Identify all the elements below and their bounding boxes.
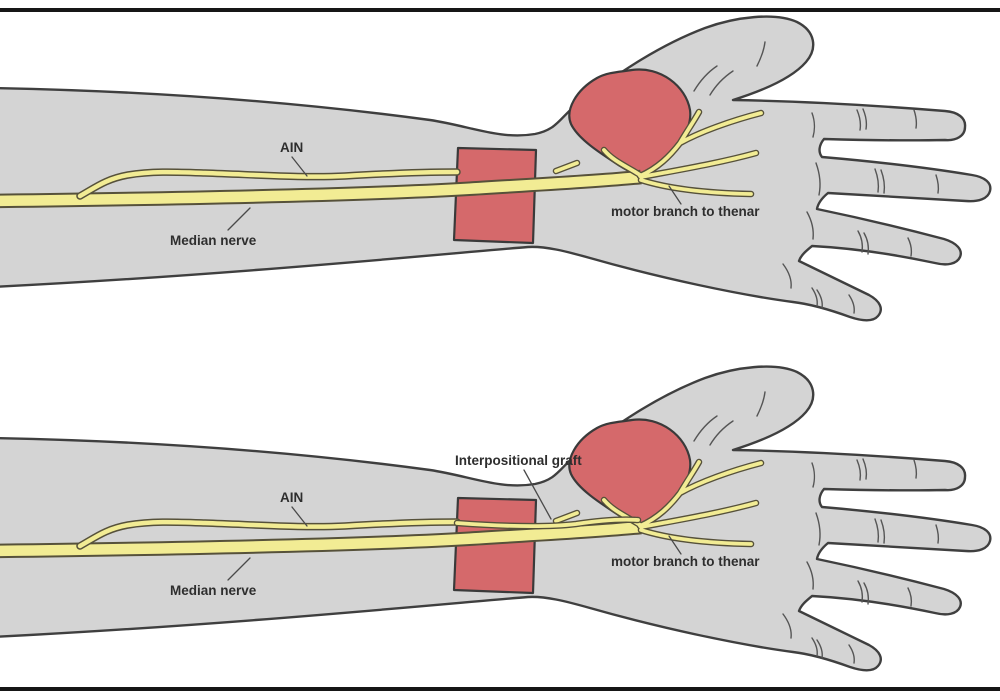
label-interpositional-graft: Interpositional graft bbox=[455, 453, 582, 468]
leader-line-ain-top bbox=[291, 156, 308, 177]
frame-line-top bbox=[0, 8, 1000, 12]
label-ain-top: AIN bbox=[280, 140, 303, 155]
leader-line-graft-bottom bbox=[523, 469, 552, 520]
leader-line-motor-bottom bbox=[668, 535, 682, 555]
bottom-panel-labels: Interpositional graft AIN Median nerve m… bbox=[170, 453, 760, 598]
label-ain-bottom: AIN bbox=[280, 490, 303, 505]
leader-line-median-top bbox=[227, 207, 251, 231]
leader-line-ain-bottom bbox=[291, 506, 308, 527]
label-motor-branch-top: motor branch to thenar bbox=[611, 204, 760, 219]
label-median-nerve-top: Median nerve bbox=[170, 233, 257, 248]
label-median-nerve-bottom: Median nerve bbox=[170, 583, 257, 598]
label-motor-branch-bottom: motor branch to thenar bbox=[611, 554, 760, 569]
leader-line-motor-top bbox=[668, 185, 682, 205]
frame-line-bottom bbox=[0, 687, 1000, 691]
leader-line-median-bottom bbox=[227, 557, 251, 581]
top-panel-labels: AIN Median nerve motor branch to thenar bbox=[170, 140, 760, 248]
